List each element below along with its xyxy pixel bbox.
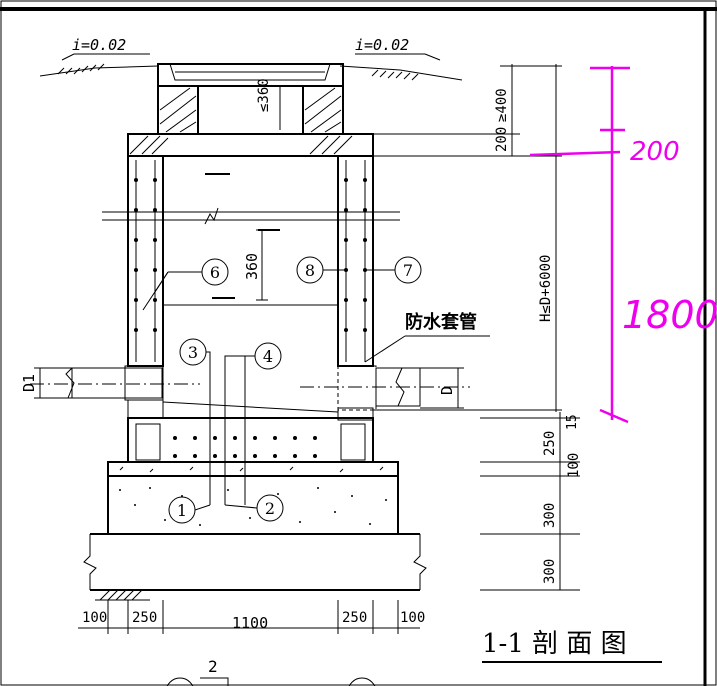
callout-3: 3 (179, 338, 211, 505)
callout-6-text: 6 (210, 263, 220, 282)
callout-2-text: 2 (265, 499, 275, 518)
markup-200: 200 (630, 137, 680, 167)
dim-360-mid-text: 360 (243, 253, 261, 280)
sleeve-label: 防水套管 (405, 311, 477, 333)
wall-right (337, 155, 374, 367)
pipe-left (30, 365, 200, 401)
bottom-callouts: 2 5 (166, 657, 376, 686)
dim-b2: 250 (132, 610, 157, 626)
dim-height-text: H≤D+6000 (538, 255, 554, 322)
section-title-group: 1-1 剖 面 图 (482, 629, 662, 663)
wall-left (127, 155, 164, 367)
callout-8-text: 8 (305, 261, 315, 280)
dim-100-text: 100 (566, 453, 582, 478)
dim-neck-360: ≤360 (256, 78, 272, 112)
dim-d1-text: D1 (20, 374, 38, 392)
callout-1: 1 (168, 496, 211, 524)
slope-right-label: i=0.02 (355, 36, 409, 54)
dim-250-text: 250 (542, 431, 558, 456)
dim-b1: 100 (82, 610, 107, 626)
top-slab (127, 133, 374, 157)
dim-360-mid: 360 (243, 229, 268, 301)
dim-b5: 100 (400, 610, 425, 626)
dim-400-text: ≥400 (494, 88, 510, 122)
callout-1-text: 1 (177, 501, 187, 520)
dim-d1: D1 (20, 367, 72, 399)
callout-8: 8 (296, 256, 346, 284)
pipe-right (300, 365, 470, 411)
callout-6: 6 (142, 258, 229, 311)
markup-dimension: 200 1800 (529, 66, 717, 424)
dim-b4: 250 (342, 610, 367, 626)
manhole-cover (157, 63, 344, 87)
ground-base (83, 533, 427, 601)
markup-1800: 1800 (622, 293, 717, 337)
callout-2: 2 (224, 494, 284, 522)
callout-3-text: 3 (188, 343, 198, 362)
dim-vertical-chain: ≥400 200 H≤D+6000 15 250 100 300 300 (373, 64, 582, 591)
base-slab (127, 417, 374, 463)
gravel-foundation (107, 475, 399, 535)
sleeve-callout: 防水套管 (364, 311, 490, 363)
callout-4: 4 (224, 342, 282, 505)
callout-4-text: 4 (263, 347, 273, 366)
cushion-layer (107, 461, 399, 477)
ground-right: i=0.02 (339, 36, 463, 81)
dim-horizontal: 100 250 1100 250 100 (78, 600, 425, 634)
dim-15-text: 15 (565, 414, 580, 430)
callout-7: 7 (365, 256, 422, 284)
dim-300b-text: 300 (542, 559, 558, 584)
callout-7-text: 7 (403, 261, 413, 280)
dim-300a-text: 300 (542, 503, 558, 528)
break-line (102, 207, 400, 225)
dim-200-text: 200 (494, 127, 510, 152)
dim-d: D (420, 367, 464, 409)
section-title: 1-1 剖 面 图 (482, 629, 627, 659)
slope-left-label: i=0.02 (72, 36, 126, 54)
bottom-sub-2: 2 (208, 657, 218, 676)
dim-d-text: D (438, 386, 456, 395)
ground-left: i=0.02 (39, 36, 159, 77)
dim-b3: 1100 (232, 614, 268, 632)
